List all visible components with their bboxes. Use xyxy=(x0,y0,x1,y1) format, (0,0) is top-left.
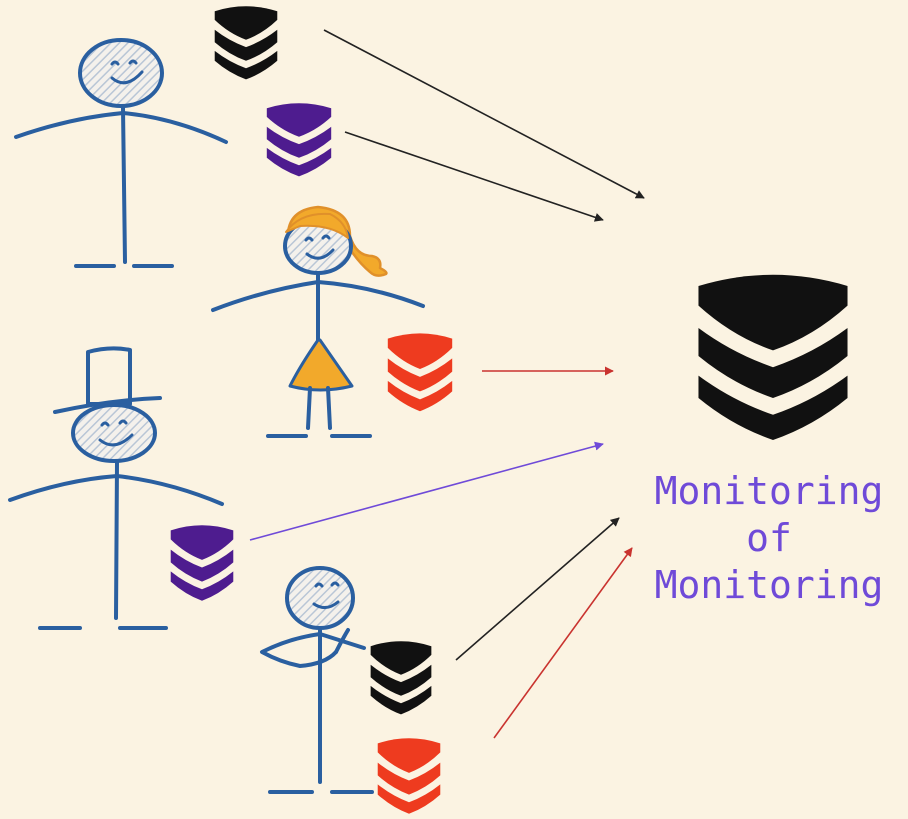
stick-figure-girl xyxy=(211,205,425,438)
db-icon-purple-2 xyxy=(170,525,234,601)
db-icon-purple-1 xyxy=(266,103,332,177)
dress-icon xyxy=(288,338,354,392)
db-icon-central xyxy=(698,274,848,440)
arrow-black-2 xyxy=(344,131,604,222)
db-icon-red-2 xyxy=(377,738,441,814)
top-hat-icon xyxy=(86,346,132,406)
face-icon xyxy=(71,403,157,463)
stick-figure-top-hat xyxy=(8,346,224,630)
face-icon xyxy=(78,38,164,108)
caption-label: Monitoring of Monitoring xyxy=(630,468,908,609)
caption-line-1: Monitoring xyxy=(654,469,884,513)
stick-figure-thinking xyxy=(260,566,374,794)
stick-figure-plain xyxy=(14,38,228,268)
db-icon-red-1 xyxy=(387,333,453,412)
arrow-black-1 xyxy=(323,29,645,199)
db-icon-black-2 xyxy=(370,641,432,715)
caption-line-2: of xyxy=(746,516,792,560)
caption-line-3: Monitoring xyxy=(654,563,884,607)
face-icon xyxy=(285,566,355,630)
arrow-black-3 xyxy=(455,517,620,661)
arrow-purple-1 xyxy=(249,441,604,541)
arrow-red-2 xyxy=(493,547,633,739)
db-icon-black-1 xyxy=(214,6,278,80)
